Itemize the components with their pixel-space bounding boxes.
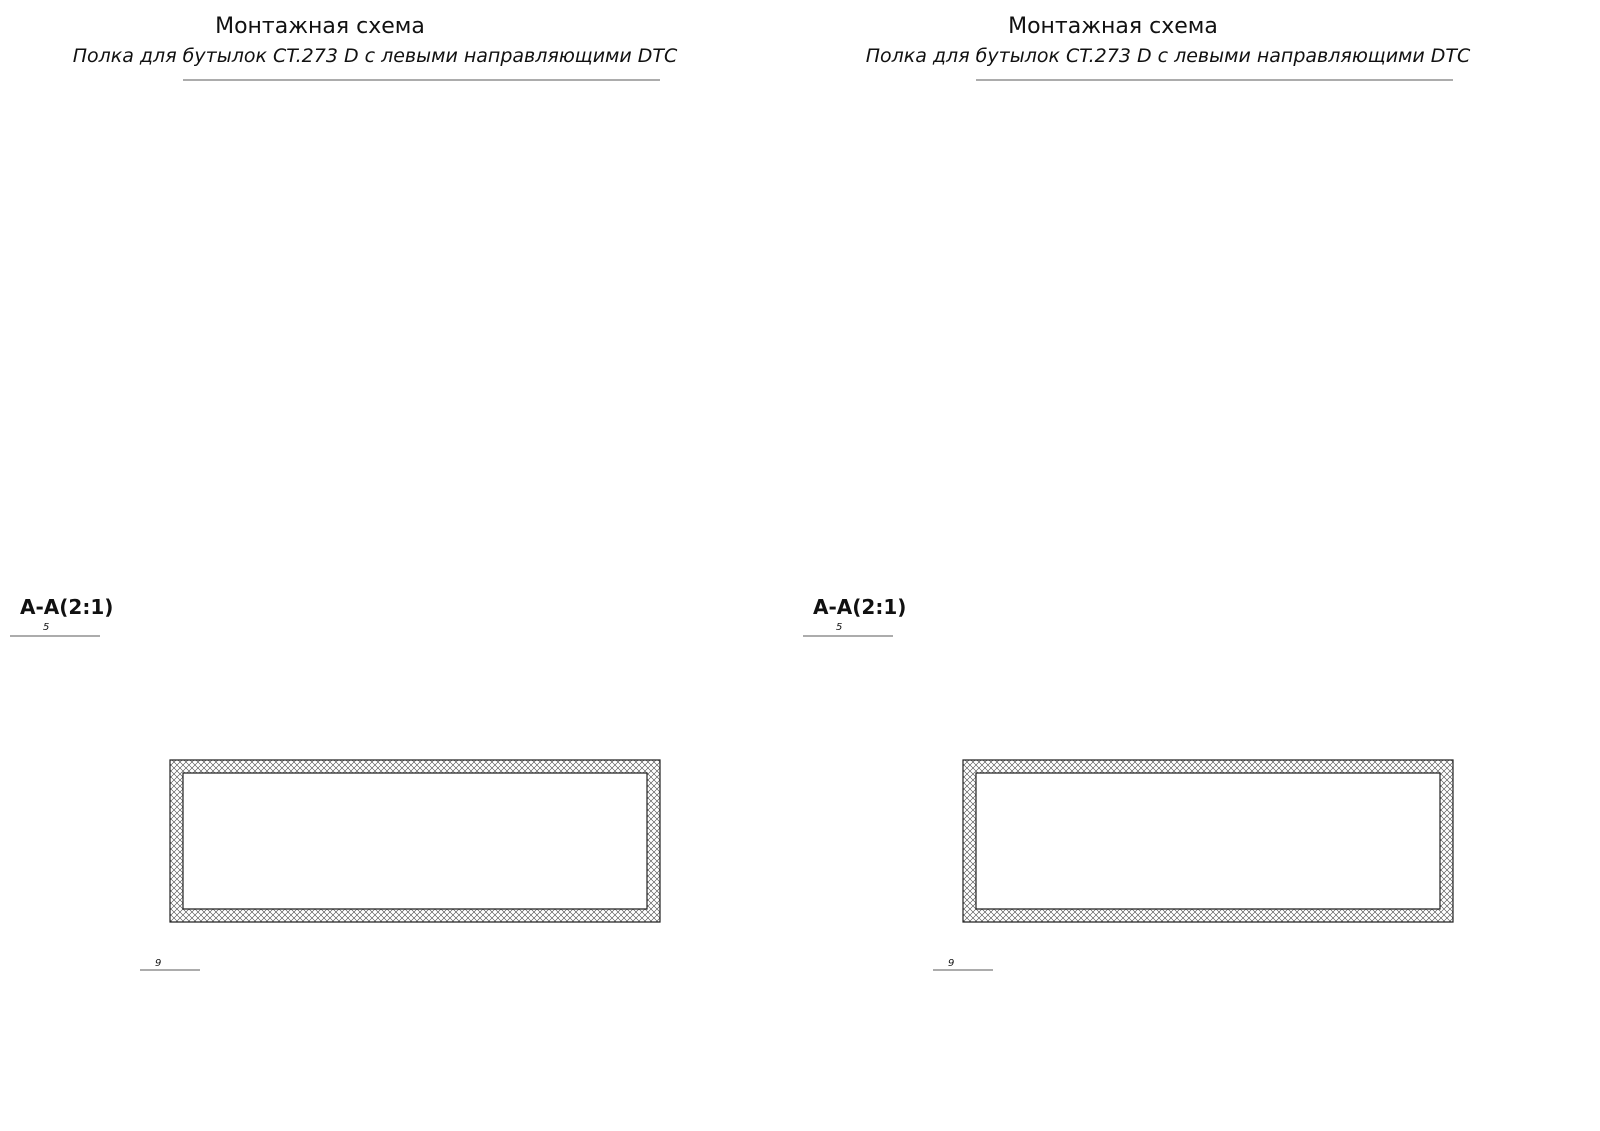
drawing-sheet-2: Монтажная схема Полка для бутылок CT.273… bbox=[803, 14, 1471, 971]
section-a-a: А-А(2:1) 5 30 bbox=[803, 595, 906, 637]
plan-view: 18 155 13 84 bbox=[962, 759, 1454, 923]
dim-5: 5 bbox=[43, 622, 49, 633]
drawing-subtitle: Полка для бутылок CT.273 D с левыми напр… bbox=[73, 45, 678, 67]
drawing-sheet-1: Монтажная схема Полка для бутылок CT.273… bbox=[10, 14, 678, 971]
plan-view: 18 155 13 84 bbox=[169, 759, 661, 923]
rail-profile-view: 9 110 12 10 10 22,4 32 9 9 bbox=[140, 958, 200, 971]
rail-profile-view: 9 110 12 10 10 22,4 32 9 9 bbox=[933, 958, 993, 971]
dim-5: 5 bbox=[836, 622, 842, 633]
dim-9-c: 9 bbox=[948, 958, 954, 969]
section-title: А-А(2:1) bbox=[813, 595, 906, 619]
section-title: А-А(2:1) bbox=[20, 595, 113, 619]
drawing-subtitle: Полка для бутылок CT.273 D с левыми напр… bbox=[866, 45, 1471, 67]
dim-9-c: 9 bbox=[155, 958, 161, 969]
section-a-a: А-А(2:1) 5 30 bbox=[10, 595, 113, 637]
drawing-title: Монтажная схема bbox=[215, 14, 425, 39]
drawing-title: Монтажная схема bbox=[1008, 14, 1218, 39]
